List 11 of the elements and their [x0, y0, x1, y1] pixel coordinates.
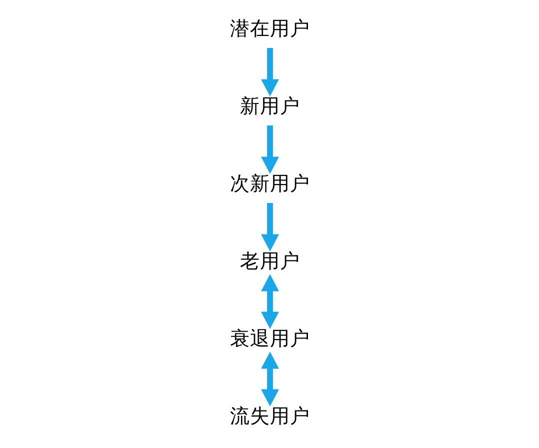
- node-text: 次新用户: [230, 172, 310, 196]
- arrow: [260, 274, 278, 329]
- arrow: [260, 48, 278, 96]
- node-text: 衰退用户: [230, 327, 310, 350]
- arrow: [260, 125, 278, 174]
- node-text: 流失用户: [230, 404, 310, 428]
- arrow: [260, 203, 278, 252]
- arrow: [260, 352, 278, 406]
- node-text: 老用户: [240, 250, 300, 273]
- node-text: 潜在用户: [230, 17, 310, 40]
- node-text: 新用户: [240, 94, 300, 118]
